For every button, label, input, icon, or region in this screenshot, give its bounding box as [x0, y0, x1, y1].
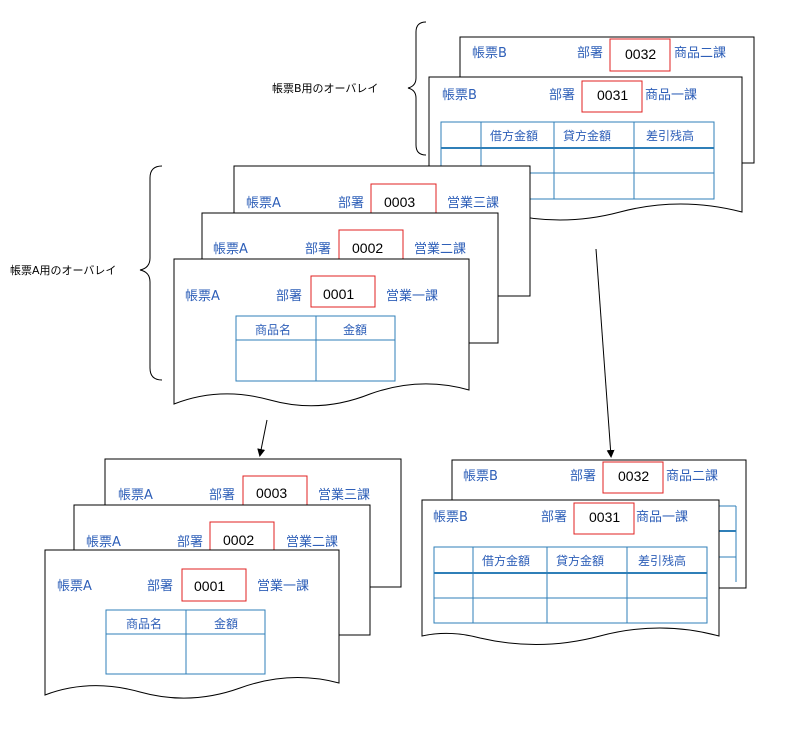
- dept-code-box: [609, 38, 671, 72]
- dept-label: 部署: [276, 289, 302, 304]
- form-a-title: 帳票A: [185, 289, 220, 304]
- dept-label: 部署: [541, 510, 567, 525]
- column-header: 借方金額: [490, 128, 538, 143]
- form-a-title: 帳票A: [57, 579, 92, 594]
- dept-label: 部署: [338, 196, 364, 211]
- dept-code: 0003: [384, 194, 415, 210]
- overlay-b-label: 帳票B用のオーバレイ: [272, 81, 378, 95]
- overlay-a-brace: [139, 165, 163, 381]
- overlay-a-group: 帳票A用のオーバレイ 帳票A 部署 0003 営業三課 帳票A 部署 0002 …: [10, 165, 531, 407]
- form-a-title: 帳票A: [86, 535, 121, 550]
- column-header: 差引残高: [646, 128, 694, 143]
- dept-code-box: [209, 521, 275, 555]
- form-b-title: 帳票B: [442, 88, 477, 103]
- column-header: 金額: [214, 616, 238, 631]
- dept-code: 0031: [597, 87, 628, 103]
- column-header: 差引残高: [638, 553, 686, 568]
- form-a-sheet-front: 帳票A 部署 0001 営業一課 商品名 金額: [173, 258, 470, 407]
- dept-code-box: [181, 568, 247, 602]
- form-b-out-sheet-front: 帳票B 部署 0031 商品一課 借方金額 貸方金額 差引残高: [421, 499, 720, 645]
- dept-name: 商品二課: [674, 45, 726, 61]
- arrow-b: [595, 248, 615, 458]
- dept-name: 商品一課: [636, 509, 688, 525]
- dept-code-box: [573, 502, 635, 535]
- column-header: 金額: [343, 322, 367, 337]
- dept-name: 営業三課: [318, 487, 370, 503]
- dept-name: 営業三課: [447, 195, 499, 211]
- dept-label: 部署: [577, 46, 603, 61]
- dept-label: 部署: [147, 579, 173, 594]
- arrow-a: [257, 419, 268, 457]
- column-header: 貸方金額: [556, 553, 604, 568]
- column-header: 貸方金額: [563, 128, 611, 143]
- form-a-output-group: 帳票A 部署 0003 営業三課 帳票A 部署 0002 営業二課 帳票A 部署…: [44, 458, 402, 699]
- dept-code-box: [370, 183, 437, 217]
- dept-name: 商品一課: [645, 87, 697, 103]
- form-b-out-table: 借方金額 貸方金額 差引残高: [433, 546, 708, 624]
- dept-code-box: [338, 229, 404, 263]
- column-header: 借方金額: [482, 553, 530, 568]
- column-header: 商品名: [126, 616, 162, 631]
- form-a-table: 商品名 金額: [235, 315, 396, 382]
- dept-code: 0003: [256, 485, 287, 501]
- dept-name: 営業二課: [414, 241, 466, 257]
- dept-label: 部署: [549, 88, 575, 103]
- form-a-out-sheet-front: 帳票A 部署 0001 営業一課 商品名 金額: [44, 549, 340, 699]
- dept-code-box: [602, 461, 664, 494]
- form-a-title: 帳票A: [246, 196, 281, 211]
- dept-code-box: [581, 80, 643, 113]
- dept-label: 部署: [177, 535, 203, 550]
- form-b-title: 帳票B: [433, 510, 468, 525]
- dept-name: 商品二課: [666, 468, 718, 484]
- form-b-output-group: 帳票B 部署 0032 商品二課 帳票B 部署 0031 商品一課: [421, 459, 747, 645]
- overlay-b-brace: [407, 21, 427, 156]
- dept-label: 部署: [570, 469, 596, 484]
- overlay-a-label: 帳票A用のオーバレイ: [10, 263, 116, 277]
- dept-label: 部署: [305, 242, 331, 257]
- dept-code: 0031: [589, 509, 620, 525]
- form-b-title: 帳票B: [463, 469, 498, 484]
- dept-code: 0002: [223, 532, 254, 548]
- form-a-title: 帳票A: [213, 242, 248, 257]
- dept-code: 0032: [625, 46, 656, 62]
- dept-code: 0002: [352, 240, 383, 256]
- dept-code: 0001: [194, 578, 225, 594]
- form-a-out-table: 商品名 金額: [105, 609, 266, 675]
- dept-code: 0001: [323, 286, 354, 302]
- dept-name: 営業一課: [386, 288, 438, 304]
- form-a-title: 帳票A: [118, 488, 153, 503]
- form-b-title: 帳票B: [472, 46, 507, 61]
- dept-code: 0032: [618, 468, 649, 484]
- dept-code-box: [310, 275, 376, 308]
- column-header: 商品名: [255, 322, 291, 337]
- dept-name: 営業二課: [286, 534, 338, 550]
- dept-name: 営業一課: [257, 578, 309, 594]
- dept-label: 部署: [209, 488, 235, 503]
